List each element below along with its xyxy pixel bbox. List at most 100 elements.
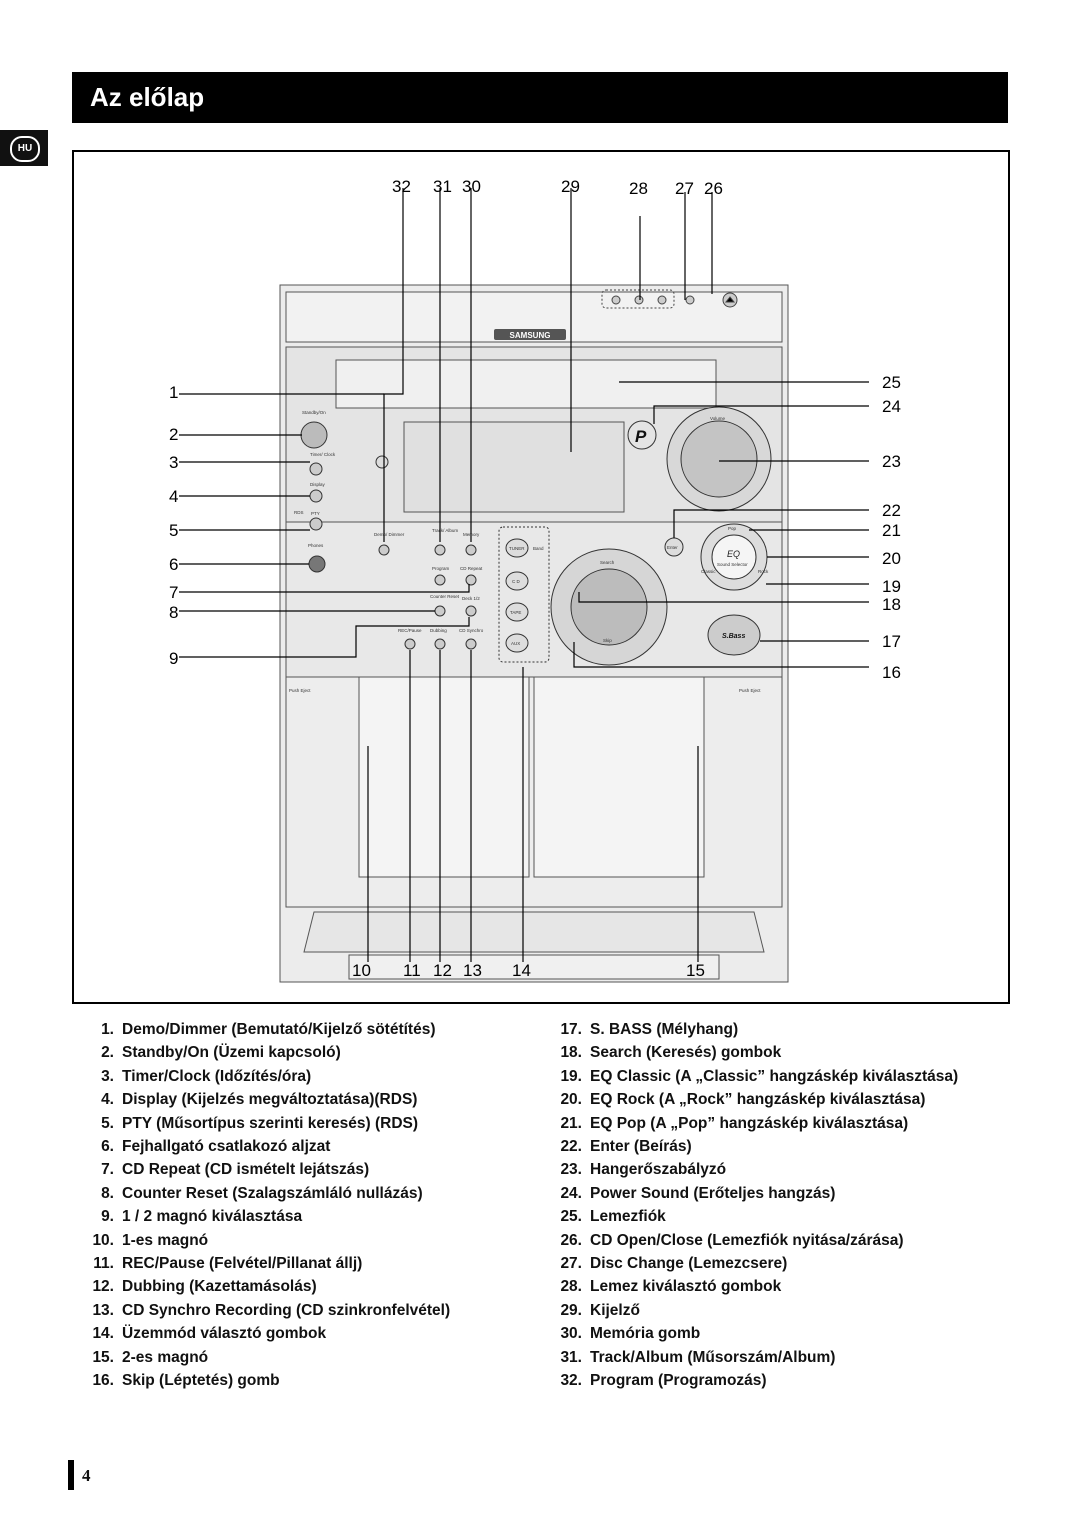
legend-text: Lemezfiók — [590, 1208, 666, 1226]
legend-number: 30. — [560, 1325, 582, 1343]
legend-number: 1. — [101, 1021, 114, 1038]
legend-number: 7. — [101, 1161, 114, 1179]
deck-label: Deck 1/2 — [462, 596, 480, 601]
pty-button[interactable] — [309, 517, 323, 531]
search-label: Search — [600, 560, 615, 565]
legend-number: 27. — [560, 1255, 582, 1273]
front-panel-figure: SAMSUNG Standby/On Timer/ Clock Display … — [72, 150, 1010, 1004]
callout-3: 3 — [169, 453, 178, 472]
legend-text: Dubbing (Kazettamásolás) — [122, 1278, 317, 1296]
device-body — [279, 284, 789, 983]
legend-item: 21.EQ Pop (A „Pop” hangzáskép kiválasztá… — [540, 1112, 1030, 1135]
legend-number: 25. — [560, 1208, 582, 1226]
deck-button[interactable] — [465, 605, 477, 617]
rec-pause-button[interactable] — [404, 638, 416, 650]
memory-button[interactable] — [465, 544, 477, 556]
demo-dimmer-button[interactable] — [378, 544, 390, 556]
legend-number: 13. — [92, 1301, 114, 1319]
standby-label: Standby/On — [302, 410, 326, 415]
counter-reset-button[interactable] — [434, 605, 446, 617]
legend-item: 5.PTY (Műsortípus szerinti keresés) (RDS… — [72, 1112, 532, 1135]
legend-text: Standby/On (Üzemi kapcsoló) — [122, 1044, 341, 1062]
legend-item: 23. Hangerőszabályzó — [540, 1158, 1030, 1181]
legend-number: 17. — [560, 1021, 582, 1038]
band-label: Band — [533, 546, 544, 551]
page-marker — [68, 1460, 74, 1490]
sbass-label: S.Bass — [722, 633, 745, 640]
legend-number: 22. — [560, 1138, 582, 1156]
legend-text: EQ Classic (A „Classic” hangzáskép kivál… — [590, 1067, 959, 1085]
disc-button-1[interactable] — [611, 295, 621, 305]
eq-label: EQ — [727, 549, 740, 559]
callout-20: 20 — [882, 549, 901, 568]
middle-controls — [378, 544, 477, 650]
callout-9: 9 — [169, 649, 178, 668]
callout-2: 2 — [169, 425, 178, 444]
legend-item: 10.1-es magnó — [72, 1229, 532, 1252]
legend-item: 11.REC/Pause (Felvétel/Pillanat állj) — [72, 1252, 532, 1275]
legend-item: 2.Standby/On (Üzemi kapcsoló) — [72, 1041, 532, 1064]
legend-number: 11. — [93, 1255, 114, 1273]
legend-number: 15. — [92, 1348, 114, 1366]
cd-button[interactable] — [505, 571, 529, 591]
callout-19: 19 — [882, 577, 901, 596]
search-skip-dial[interactable] — [550, 548, 668, 666]
cd-synchro-button[interactable] — [465, 638, 477, 650]
disc-change-button[interactable] — [685, 295, 695, 305]
timer-clock-button[interactable] — [309, 462, 323, 476]
legend-text: Timer/Clock (Időzítés/óra) — [122, 1067, 312, 1085]
skip-label: Skip — [603, 638, 612, 643]
legend-item: 13.CD Synchro Recording (CD szinkronfelv… — [72, 1299, 532, 1322]
legend-text: PTY (Műsortípus szerinti keresés) (RDS) — [122, 1114, 419, 1132]
aux-button[interactable] — [505, 633, 529, 653]
power-sound-button[interactable]: P — [627, 420, 657, 450]
legend-number: 23. — [560, 1161, 582, 1179]
program-button[interactable] — [434, 574, 446, 586]
callout-11: 11 — [403, 961, 421, 980]
volume-knob[interactable] — [666, 406, 772, 512]
legend-text: EQ Rock (A „Rock” hangzáskép kiválasztás… — [590, 1091, 926, 1109]
tuner-button[interactable] — [505, 538, 529, 558]
sbass-button[interactable] — [707, 614, 761, 656]
legend-text: Hangerőszabályzó — [590, 1161, 727, 1179]
disc-button-2[interactable] — [634, 295, 644, 305]
legend-item: 30.Memória gomb — [540, 1322, 1030, 1345]
callout-27: 27 — [675, 179, 694, 198]
legend-item: 14.Üzemmód választó gombok — [72, 1322, 532, 1345]
language-tab: HU — [0, 130, 48, 166]
callout-8: 8 — [169, 603, 178, 622]
track-album-button[interactable] — [434, 544, 446, 556]
callout-7: 7 — [169, 583, 178, 602]
tape-button[interactable] — [505, 602, 529, 622]
pty-label: PTY — [311, 511, 320, 516]
dubbing-button[interactable] — [434, 638, 446, 650]
legend-text: Demo/Dimmer (Bemutató/Kijelző sötétítés) — [122, 1021, 436, 1038]
display-button[interactable] — [309, 489, 323, 503]
legend-number: 24. — [560, 1184, 582, 1202]
phones-jack[interactable] — [308, 555, 326, 573]
sound-selector-label: Sound Selector — [717, 562, 748, 567]
legend-right-column: 17.S. BASS (Mélyhang) 18.Search (Keresés… — [540, 1018, 1030, 1393]
legend-text: Lemez kiválasztó gombok — [590, 1278, 782, 1296]
legend-text: Fejhallgató csatlakozó aljzat — [122, 1138, 331, 1156]
leader-lines — [179, 188, 869, 962]
legend-text: 1-es magnó — [122, 1231, 209, 1249]
callout-29: 29 — [561, 177, 580, 196]
legend-text: S. BASS (Mélyhang) — [590, 1021, 739, 1038]
legend-text: Üzemmód választó gombok — [122, 1325, 327, 1343]
legend-item: 31.Track/Album (Műsorszám/Album) — [540, 1346, 1030, 1369]
eq-sound-selector[interactable] — [700, 523, 768, 591]
callout-30: 30 — [462, 177, 481, 196]
legend-number: 12. — [92, 1278, 114, 1296]
legend-number: 32. — [560, 1372, 582, 1390]
standby-button[interactable] — [300, 421, 328, 449]
disc-button-3[interactable] — [657, 295, 667, 305]
callout-13: 13 — [463, 961, 482, 980]
program-label: Program — [432, 566, 450, 571]
counter-reset-label: Counter Reset — [430, 594, 460, 599]
legend-text: 1 / 2 magnó kiválasztása — [122, 1208, 303, 1226]
volume-label: Volume — [710, 416, 726, 421]
legend-text: Counter Reset (Szalagszámláló nullázás) — [122, 1184, 423, 1202]
cd-repeat-button[interactable] — [465, 574, 477, 586]
legend-text: CD Repeat (CD ismételt lejátszás) — [122, 1161, 370, 1179]
